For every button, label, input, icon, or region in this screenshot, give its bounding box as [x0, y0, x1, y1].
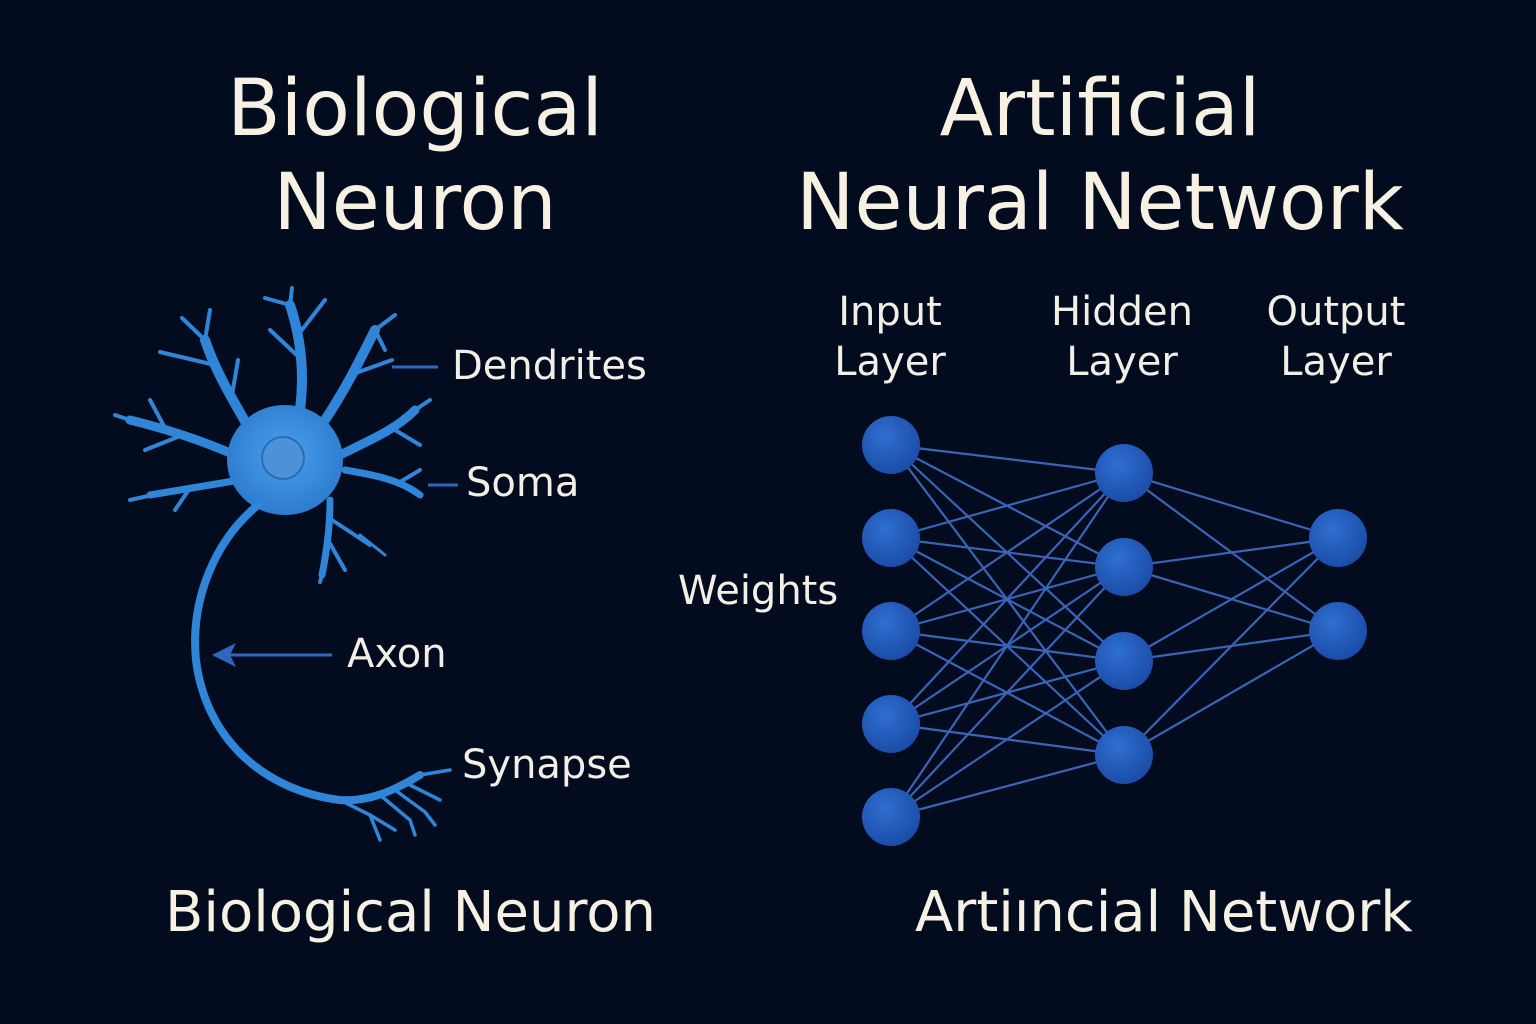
weight-edge	[890, 471, 1125, 540]
dendrites-label: Dendrites	[452, 343, 647, 389]
input-node	[862, 602, 920, 660]
neuron-illustration	[113, 286, 458, 842]
label-line: Output	[1266, 289, 1406, 335]
nucleus	[261, 436, 305, 480]
input-node	[862, 695, 920, 753]
input-layer-label: Input Layer	[780, 287, 1000, 387]
hidden-node	[1095, 632, 1153, 690]
weight-edge	[1123, 630, 1339, 756]
biological-neuron-title: Biological Neuron	[150, 62, 680, 250]
synapse-label: Synapse	[462, 742, 632, 788]
output-layer-label: Output Layer	[1226, 287, 1446, 387]
title-line: Biological	[227, 64, 603, 154]
biological-neuron-caption: Biological Neuron	[165, 880, 657, 945]
label-line: Hidden	[1051, 289, 1193, 335]
hidden-node	[1095, 444, 1153, 502]
label-line: Layer	[1066, 339, 1178, 385]
artificial-network-caption: Artiıncial Network	[915, 880, 1413, 945]
weight-edge	[890, 472, 1125, 818]
hidden-node	[1095, 538, 1153, 596]
axon-path	[191, 501, 424, 805]
network-nodes	[862, 416, 1367, 846]
weight-edge	[1123, 537, 1339, 662]
weight-edge	[1123, 471, 1339, 540]
axon-label: Axon	[347, 631, 447, 677]
title-line: Neuron	[273, 158, 557, 248]
title-line: Artificial	[939, 64, 1261, 154]
synapse-terminals	[338, 768, 452, 842]
artificial-network-title: Artificial Neural Network	[740, 62, 1460, 250]
weights-label: Weights	[678, 568, 839, 614]
weight-edge	[890, 566, 1125, 818]
hidden-layer-label: Hidden Layer	[1012, 287, 1232, 387]
weight-edge	[890, 753, 1125, 819]
axon-arrowhead	[212, 643, 236, 667]
weight-edge	[890, 660, 1125, 818]
soma-label: Soma	[466, 460, 580, 506]
input-node	[862, 788, 920, 846]
dendrites-group	[113, 286, 432, 584]
input-node	[862, 416, 920, 474]
weight-edge	[1123, 536, 1339, 569]
label-line: Input	[838, 289, 942, 335]
weight-edge	[890, 472, 1125, 725]
output-node	[1309, 509, 1367, 567]
weight-edges	[890, 443, 1339, 819]
input-node	[862, 509, 920, 567]
title-line: Neural Network	[796, 158, 1404, 248]
output-node	[1309, 602, 1367, 660]
label-line: Layer	[1280, 339, 1392, 385]
hidden-node	[1095, 726, 1153, 784]
weight-edge	[1123, 537, 1339, 756]
weight-edge	[890, 472, 1125, 632]
weight-edge	[890, 443, 1125, 475]
label-line: Layer	[834, 339, 946, 385]
